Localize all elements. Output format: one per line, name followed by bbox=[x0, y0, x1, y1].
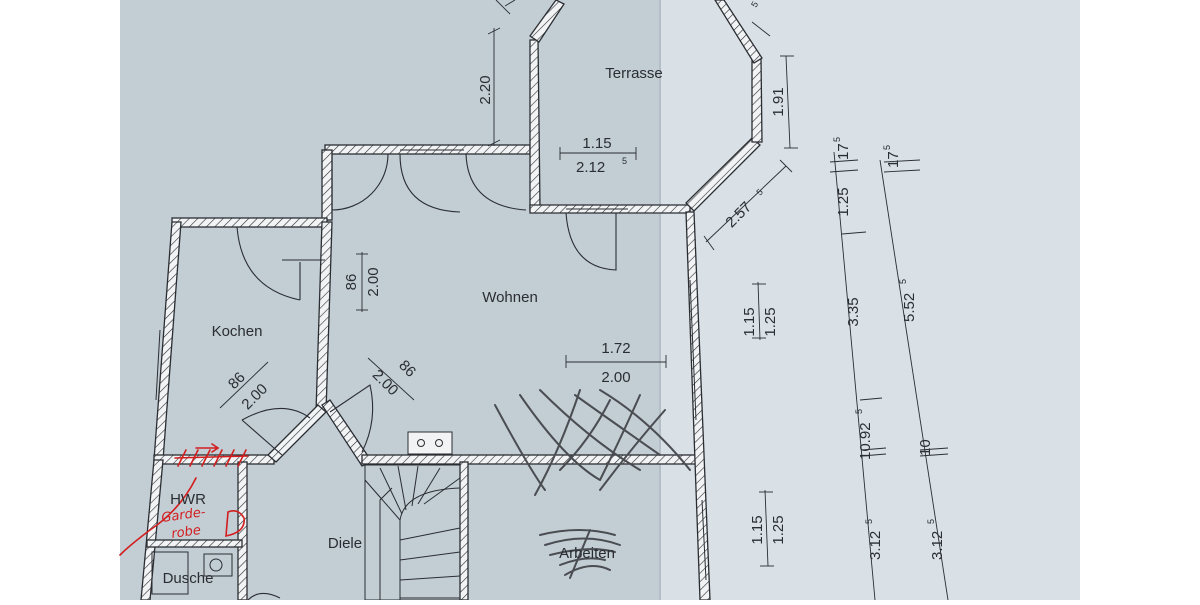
wall-wohnen-bottom bbox=[361, 454, 698, 465]
door-wohnen-diele bbox=[329, 384, 374, 453]
room-label-diele: Diele bbox=[328, 535, 362, 552]
windows bbox=[155, 149, 707, 581]
wall-terrasse-top-left bbox=[529, 0, 565, 43]
dim-chain-b-552-sup: 5 bbox=[898, 279, 908, 284]
dim-chain-a-17-sup: 5 bbox=[832, 137, 842, 142]
wall-terrasse-top-right bbox=[714, 0, 763, 64]
red-underline bbox=[174, 455, 249, 459]
room-label-kochen: Kochen bbox=[212, 323, 263, 340]
red-d-marker bbox=[225, 510, 245, 537]
dim-terrasse-width: 1.15 bbox=[582, 135, 611, 152]
dim-terrasse-height-sup: 5 bbox=[622, 156, 627, 166]
dim-chain-a-125: 1.25 bbox=[835, 187, 852, 216]
red-hatch bbox=[177, 449, 247, 467]
dim-chain-b-312: 3.12 bbox=[929, 531, 946, 560]
dim-wohnen-door-height: 2.00 bbox=[365, 267, 382, 296]
dim-terrasse-side: 1.91 bbox=[770, 87, 787, 116]
handwritten-garderobe-line2: robe bbox=[170, 523, 201, 542]
dim-window-height: 2.00 bbox=[601, 369, 630, 386]
door-wohnen-3 bbox=[465, 153, 527, 211]
dim-chain-b-10: 10 bbox=[917, 439, 934, 456]
door-kochen-diele bbox=[241, 407, 311, 456]
wall-wohnen-left-upper bbox=[321, 149, 333, 221]
walls bbox=[140, 0, 763, 601]
dim-top-corner-sup: 5 bbox=[749, 0, 760, 9]
door-kochen bbox=[236, 226, 301, 301]
dim-right-window1-height: 1.25 bbox=[762, 307, 779, 336]
dim-right-window1-width: 1.15 bbox=[741, 307, 758, 336]
dim-chain-b-17-sup: 5 bbox=[882, 145, 892, 150]
dim-chain-a-17: 17 bbox=[835, 143, 852, 160]
pencil-scribbles bbox=[494, 389, 691, 579]
wall-kochen-top bbox=[171, 217, 328, 228]
dim-chain-a-312: 3.12 bbox=[867, 531, 884, 560]
room-label-dusche: Dusche bbox=[163, 570, 214, 587]
dim-top-vertical: 2.20 bbox=[477, 75, 494, 104]
door-kochen-leaf bbox=[282, 259, 325, 300]
red-markings bbox=[119, 443, 249, 556]
wall-terrasse-right bbox=[751, 57, 763, 143]
shower-fixtures bbox=[151, 551, 233, 595]
door-swings bbox=[236, 153, 617, 601]
dim-terrasse-diag-sup: 5 bbox=[754, 187, 765, 198]
dim-chain-b-312-sup: 5 bbox=[926, 519, 936, 524]
dim-terrasse-height: 2.12 bbox=[576, 159, 605, 176]
room-label-wohnen: Wohnen bbox=[482, 289, 538, 306]
dim-chain-b-552: 5.52 bbox=[901, 293, 918, 322]
wall-terrasse-diag bbox=[685, 137, 761, 212]
door-wohnen-2 bbox=[399, 153, 461, 213]
wall-terrasse-left bbox=[529, 39, 541, 211]
room-label-arbeiten: Arbeiten bbox=[559, 545, 615, 562]
dim-right-window2-width: 1.15 bbox=[749, 515, 766, 544]
wall-arbeiten-left bbox=[459, 461, 469, 601]
door-hwr bbox=[247, 592, 281, 601]
wall-hwr-dusche bbox=[146, 539, 243, 548]
dimension-lines bbox=[219, 0, 949, 601]
paper-left-half bbox=[120, 0, 660, 600]
door-wohnen-1 bbox=[331, 153, 389, 211]
handwritten-garderobe-line1: Garde- bbox=[160, 505, 206, 526]
red-slash bbox=[119, 477, 197, 556]
dim-chain-a-335: 3.35 bbox=[845, 297, 862, 326]
dim-chain-a-312-sup: 5 bbox=[864, 519, 874, 524]
dim-right-window2-height: 1.25 bbox=[770, 515, 787, 544]
room-label-terrasse: Terrasse bbox=[605, 65, 663, 82]
dim-chain-a-1092-sup: 5 bbox=[854, 409, 864, 414]
paper-right-half bbox=[660, 0, 1080, 600]
dim-wohnen-door-width: 86 bbox=[343, 274, 360, 291]
stove-symbol bbox=[407, 431, 453, 455]
dim-window-width: 1.72 bbox=[601, 340, 630, 357]
room-label-hwr: HWR bbox=[170, 491, 206, 508]
dim-chain-a-1092: 10.92 bbox=[857, 422, 874, 460]
door-wohnen-terrasse bbox=[565, 212, 617, 271]
dim-chain-b-17: 17 bbox=[885, 151, 902, 168]
red-arrow-icon bbox=[195, 443, 220, 453]
